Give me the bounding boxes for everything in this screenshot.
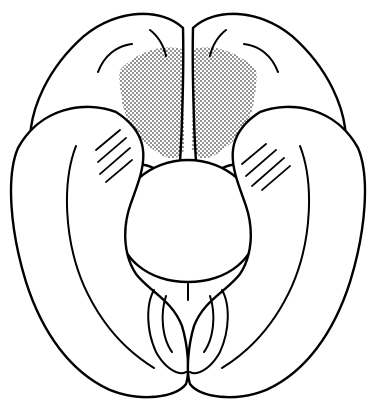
brain-outline-diagram	[0, 0, 376, 404]
